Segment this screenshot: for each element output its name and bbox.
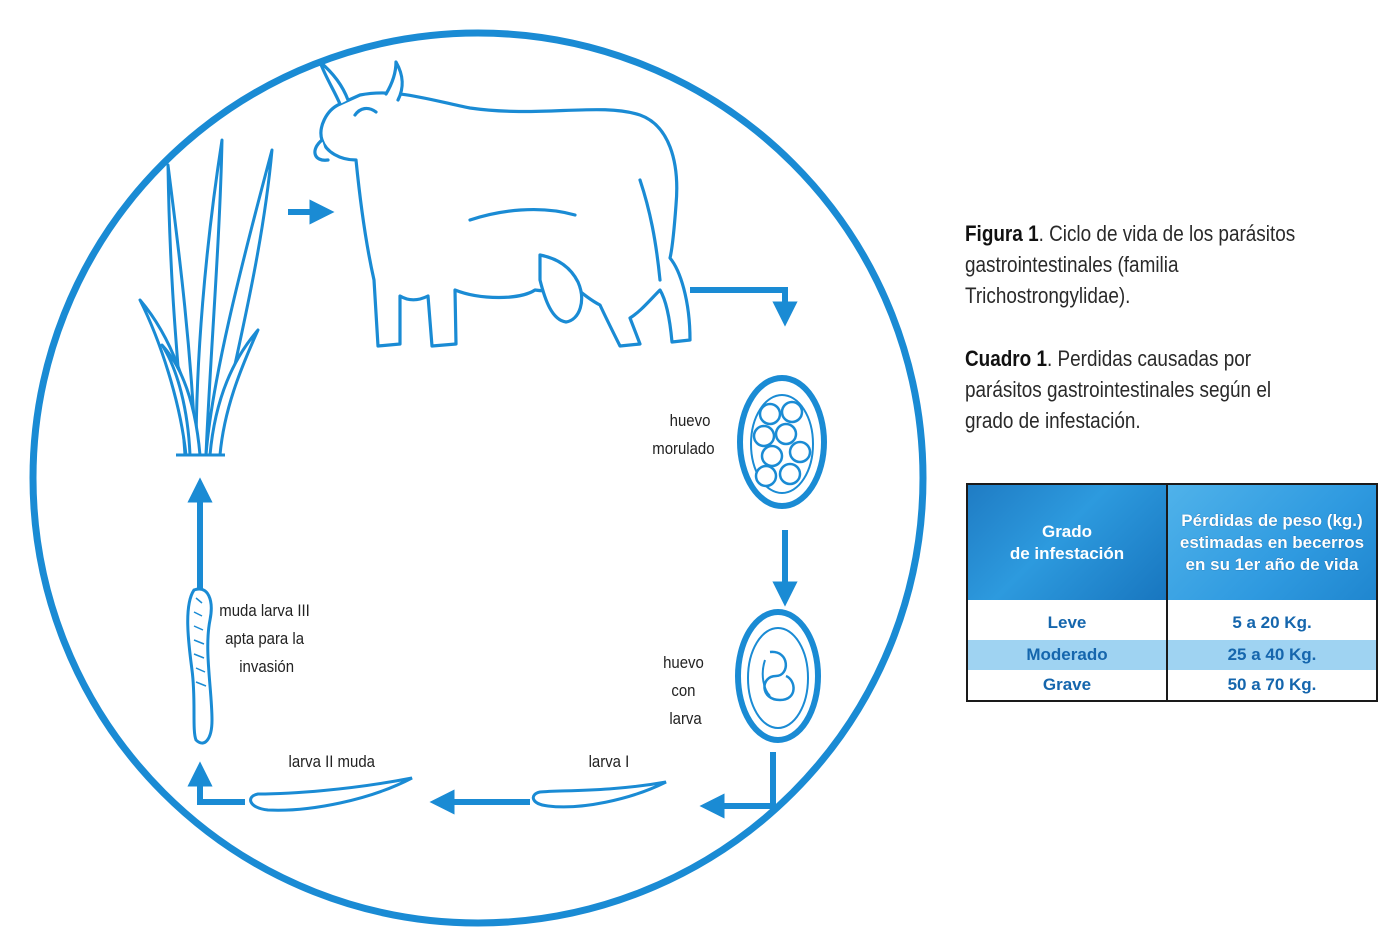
- cell-grado: Moderado: [967, 640, 1167, 670]
- header-perdidas: Pérdidas de peso (kg.) estimadas en bece…: [1167, 484, 1377, 600]
- stage-label-larva-iii: muda larva III apta para la invasión: [219, 602, 314, 676]
- egg-icon: [740, 378, 824, 506]
- egg-icon: [738, 612, 818, 740]
- stage-label-larva-ii: larva II muda: [289, 753, 376, 771]
- table-caption: Cuadro 1. Perdidas causadas por parásito…: [965, 343, 1326, 436]
- figure-caption: Figura 1. Ciclo de vida de los parásitos…: [965, 218, 1326, 311]
- table-caption-line: grado de infestación.: [965, 405, 1326, 436]
- stage-label-larva-i: larva I: [589, 753, 630, 771]
- larva-icon: [533, 782, 666, 807]
- header-grado: Grado de infestación: [967, 484, 1167, 600]
- stage-label-huevo-morulado: huevo morulado: [652, 412, 714, 458]
- cell-perdida: 25 a 40 Kg.: [1167, 640, 1377, 670]
- figure-label: Figura 1: [965, 221, 1039, 246]
- table-row: Leve 5 a 20 Kg.: [967, 600, 1377, 640]
- table-header-row: Grado de infestación Pérdidas de peso (k…: [967, 484, 1377, 600]
- table-row: Grave 50 a 70 Kg.: [967, 670, 1377, 701]
- cell-perdida: 50 a 70 Kg.: [1167, 670, 1377, 701]
- figure-caption-line: Trichostrongylidae).: [965, 280, 1326, 311]
- figure-caption-line: . Ciclo de vida de los parásitos: [1039, 221, 1296, 246]
- grass-icon: [140, 140, 272, 455]
- table-row: Moderado 25 a 40 Kg.: [967, 640, 1377, 670]
- stage-label-huevo-con-larva: huevo con larva: [663, 654, 708, 728]
- figure-caption-line: gastrointestinales (familia: [965, 249, 1326, 280]
- cell-grado: Grave: [967, 670, 1167, 701]
- table-caption-line: . Perdidas causadas por: [1047, 346, 1251, 371]
- arrow-icon: [690, 290, 785, 314]
- table-label: Cuadro 1: [965, 346, 1047, 371]
- cow-icon: [315, 62, 690, 346]
- cell-perdida: 5 a 20 Kg.: [1167, 600, 1377, 640]
- table-caption-line: parásitos gastrointestinales según el: [965, 374, 1326, 405]
- arrow-icon: [200, 774, 245, 802]
- arrow-icon: [712, 752, 773, 806]
- larva-icon: [251, 778, 412, 810]
- larva-icon: [188, 589, 212, 743]
- cell-grado: Leve: [967, 600, 1167, 640]
- loss-table: Grado de infestación Pérdidas de peso (k…: [966, 483, 1378, 702]
